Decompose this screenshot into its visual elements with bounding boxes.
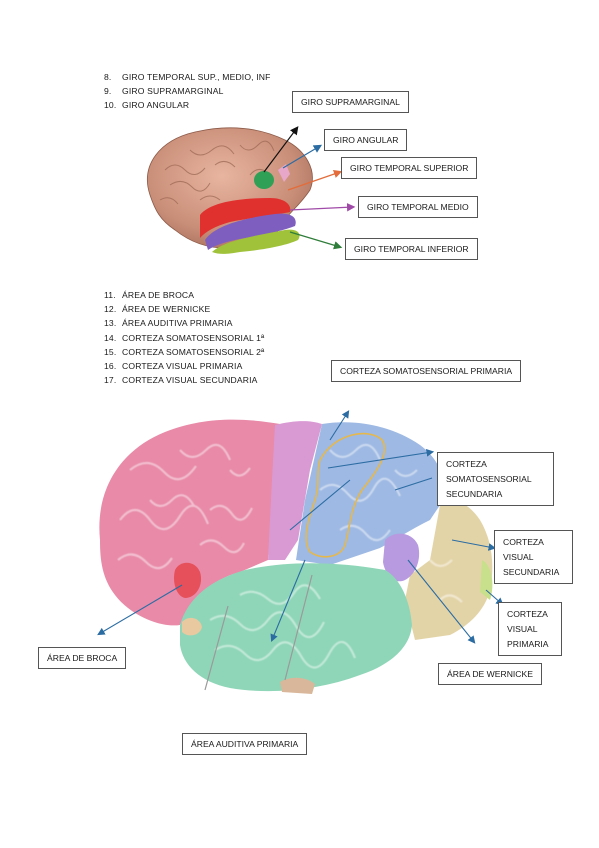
label-corteza-somatosensorial-primaria: CORTEZA SOMATOSENSORIAL PRIMARIA (331, 360, 522, 382)
label-area-de-wernicke: ÁREA DE WERNICKE (438, 663, 542, 685)
list-item: 11. ÁREA DE BROCA (104, 288, 264, 302)
list-item: 10. GIRO ANGULAR (104, 98, 271, 112)
label-giro-temporal-superior: GIRO TEMPORAL SUPERIOR (341, 157, 478, 179)
arrow-somato-secundaria-b (394, 477, 433, 491)
list-item: 9. GIRO SUPRAMARGINAL (104, 84, 271, 98)
list-giros: 8. GIRO TEMPORAL SUP., MEDIO, INF 9. GIRO … (104, 70, 271, 113)
list-item-text: GIRO ANGULAR (122, 100, 190, 111)
arrow-somato-secundaria-a (327, 449, 435, 469)
list-item-number: 10. (104, 100, 117, 111)
list-item-text: GIRO SUPRAMARGINAL (122, 86, 224, 97)
list-item-text: ÁREA DE WERNICKE (122, 304, 211, 315)
list-item: 16. CORTEZA VISUAL PRIMARIA (104, 359, 264, 373)
label-giro-temporal-medio: GIRO TEMPORAL MEDIO (358, 196, 478, 218)
arrow-visual-secundaria (451, 539, 497, 551)
list-item: 17. CORTEZA VISUAL SECUNDARIA (104, 373, 264, 387)
label-corteza-visual-secundaria: CORTEZA VISUAL SECUNDARIA (494, 530, 573, 584)
label-giro-supramarginal: GIRO SUPRAMARGINAL (292, 91, 409, 113)
list-item-number: 17. (104, 375, 117, 386)
arrow-visual-primaria (485, 589, 504, 606)
list-item-text: CORTEZA VISUAL SECUNDARIA (122, 375, 258, 386)
arrow-broca (97, 584, 183, 636)
guide-line (204, 605, 229, 691)
list-item-text: CORTEZA SOMATOSENSORIAL 1ª (122, 332, 265, 343)
list-item: 12. ÁREA DE WERNICKE (104, 302, 264, 316)
list-item: 14. CORTEZA SOMATOSENSORIAL 1ª (104, 331, 264, 345)
list-item-text: ÁREA DE BROCA (122, 290, 195, 300)
list-areas: 11. ÁREA DE BROCA 12. ÁREA DE WERNICKE 13.… (104, 288, 264, 387)
list-item-number: 8. (104, 72, 112, 82)
list-item-number: 11. (104, 290, 116, 300)
arrow-angular (282, 144, 323, 169)
list-item: 15. CORTEZA SOMATOSENSORIAL 2ª (104, 345, 264, 359)
list-item-text: GIRO TEMPORAL SUP., MEDIO, INF (122, 72, 271, 82)
list-item-number: 14. (104, 332, 117, 343)
arrow-somato-inner (289, 479, 351, 531)
arrow-wernicke (407, 559, 476, 644)
label-corteza-visual-primaria: CORTEZA VISUAL PRIMARIA (498, 602, 562, 656)
list-item-number: 9. (104, 86, 112, 97)
label-area-de-broca: ÁREA DE BROCA (38, 647, 127, 669)
arrow-somato-primaria (329, 410, 350, 441)
arrow-temporal-medio (289, 203, 356, 212)
list-item-number: 12. (104, 304, 117, 315)
list-item-number: 16. (104, 361, 117, 372)
list-item-number: 15. (104, 346, 117, 357)
label-corteza-somatosensorial-secundaria: CORTEZA SOMATOSENSORIAL SECUNDARIA (437, 452, 554, 506)
arrow-temporal-inferior (289, 231, 343, 250)
list-item-text: CORTEZA SOMATOSENSORIAL 2ª (122, 346, 265, 357)
brain-small (147, 127, 313, 254)
list-item: 13. ÁREA AUDITIVA PRIMARIA (104, 316, 264, 330)
arrow-temporal-superior (287, 169, 343, 191)
list-item-number: 13. (104, 318, 117, 329)
label-giro-angular: GIRO ANGULAR (324, 129, 408, 151)
arrow-supramarginal (263, 126, 299, 173)
label-giro-temporal-inferior: GIRO TEMPORAL INFERIOR (345, 238, 478, 260)
brain-large (99, 419, 493, 694)
guide-line (284, 574, 313, 681)
list-item-text: CORTEZA VISUAL PRIMARIA (122, 361, 243, 372)
list-item: 8. GIRO TEMPORAL SUP., MEDIO, INF (104, 70, 271, 84)
arrow-auditiva (270, 559, 306, 643)
label-area-auditiva-primaria: ÁREA AUDITIVA PRIMARIA (182, 733, 308, 755)
list-item-text: ÁREA AUDITIVA PRIMARIA (122, 318, 233, 329)
